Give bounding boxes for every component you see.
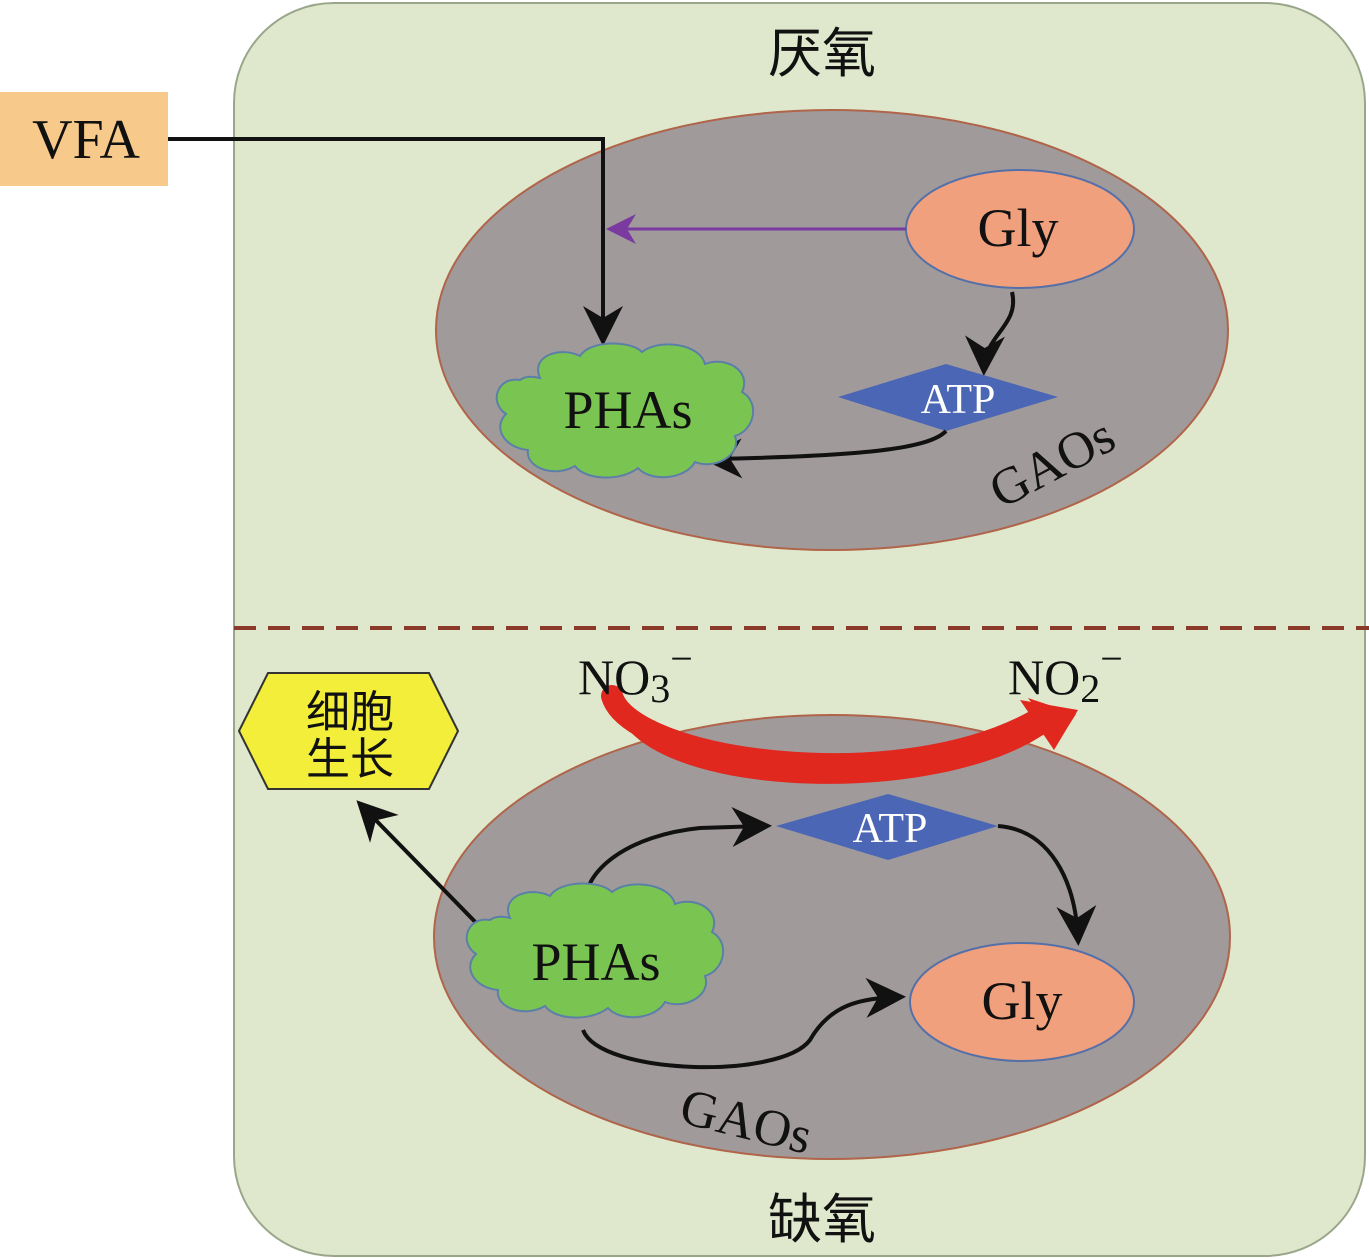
gaos-cell-top (435, 109, 1229, 551)
gly-label-bottom: Gly (982, 971, 1063, 1031)
nitrite-label: NO2− (1008, 636, 1123, 711)
gly-to-atp-arrow-top (965, 291, 1016, 376)
nitrate-to-nitrite-arrow-body (601, 685, 1051, 776)
cell-growth-line1: 细胞 (306, 687, 394, 738)
atp-label-top: ATP (921, 377, 996, 423)
nitrite-sup: − (1100, 636, 1123, 681)
phas-cloud-bottom (465, 882, 725, 1019)
nitrate-label: NO3− (578, 636, 693, 711)
vfa-box (0, 92, 168, 186)
phas-to-cell-growth-arrow (356, 800, 489, 936)
nitrate-to-nitrite-arrowhead (1020, 700, 1078, 750)
gly-label-top: Gly (978, 198, 1059, 258)
nitrate-to-nitrite-arrow (614, 697, 1076, 784)
nitrate-sub: 3 (650, 666, 670, 711)
atp-to-phas-arrow-top (702, 429, 948, 479)
phas-label-bottom: PHAs (531, 932, 660, 992)
nitrate-sup: − (670, 636, 693, 681)
phas-cloud-top (495, 342, 755, 479)
nitrate-base: NO (578, 649, 650, 705)
nitrite-base: NO (1008, 649, 1080, 705)
vfa-to-phas-arrow (168, 137, 623, 346)
atp-node-bottom (776, 794, 998, 860)
nitrite-sub: 2 (1080, 666, 1100, 711)
phas-to-gly-arrow (581, 977, 906, 1070)
atp-to-gly-arrow-bottom (997, 824, 1097, 946)
atp-node-top (838, 364, 1058, 431)
cell-growth-hexagon (237, 672, 460, 790)
anoxic-zone-label: 缺氧 (768, 1188, 876, 1251)
gly-node-bottom (909, 942, 1135, 1062)
anaerobic-zone-label: 厌氧 (768, 22, 876, 85)
phas-label-top: PHAs (563, 380, 692, 440)
cell-growth-line2: 生长 (306, 734, 394, 785)
vfa-label: VFA (32, 109, 140, 171)
atp-label-bottom: ATP (853, 806, 928, 852)
